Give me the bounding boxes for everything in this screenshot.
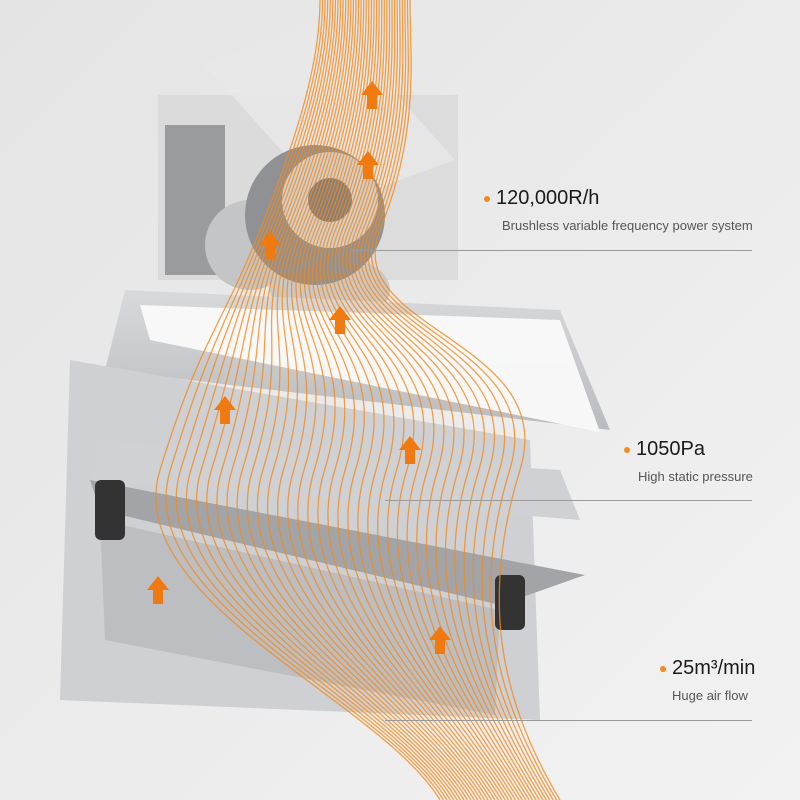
airflow-line — [352, 0, 540, 800]
hood-light-strip — [140, 305, 600, 432]
airflow-line — [342, 0, 530, 800]
feature-airflow: 25m³/min Huge air flow — [660, 657, 755, 703]
airflow-line — [246, 0, 472, 800]
feature-pressure: 1050Pa High static pressure — [624, 438, 753, 484]
feature-subtitle: High static pressure — [638, 469, 753, 484]
airflow-line — [277, 0, 482, 800]
airflow-line — [367, 0, 554, 800]
airflow-line — [226, 0, 465, 800]
feature-title: 1050Pa — [636, 438, 705, 460]
feature-subtitle: Huge air flow — [672, 688, 748, 703]
bullet-dot — [624, 446, 630, 453]
airflow-line — [216, 0, 462, 800]
airflow-line — [345, 0, 534, 800]
airflow-line — [311, 0, 503, 800]
airflow-line — [299, 0, 492, 800]
hood-front-panel — [90, 480, 585, 605]
airflow-line — [363, 0, 551, 800]
airflow-line — [256, 0, 475, 800]
airflow-line — [356, 0, 544, 800]
airflow-line — [331, 0, 520, 800]
airflow-line — [236, 0, 468, 800]
airflow-line — [370, 0, 558, 800]
bullet-dot — [484, 195, 490, 202]
hinge-left — [95, 480, 125, 540]
callout-line — [350, 250, 752, 251]
airflow-arrow-icon — [329, 306, 351, 334]
airflow-line — [327, 0, 516, 800]
feature-speed: 120,000R/h Brushless variable frequency … — [484, 187, 753, 233]
bullet-dot — [660, 665, 666, 672]
airflow-line — [319, 0, 510, 800]
airflow-line — [349, 0, 537, 800]
airflow-line — [287, 0, 486, 800]
airflow-line — [374, 0, 561, 800]
airflow-line — [266, 0, 479, 800]
airflow-line — [206, 0, 458, 800]
airflow-line — [338, 0, 527, 800]
airflow-arrow-icon — [361, 81, 383, 109]
feature-subtitle: Brushless variable frequency power syste… — [502, 218, 753, 233]
airflow-arrow-icon — [399, 436, 421, 464]
airflow-line — [315, 0, 506, 800]
airflow-lines — [155, 0, 561, 800]
airflow-line — [303, 0, 496, 800]
airflow-arrow-icon — [214, 396, 236, 424]
airflow-line — [295, 0, 489, 800]
airflow-line — [334, 0, 523, 800]
airflow-line — [307, 0, 499, 800]
airflow-line — [360, 0, 547, 800]
airflow-arrow-icon — [147, 576, 169, 604]
airflow-arrow-icon — [357, 151, 379, 179]
airflow-line — [165, 0, 444, 800]
airflow-arrow-icon — [429, 626, 451, 654]
airflow-line — [323, 0, 513, 800]
airflow-arrow-icon — [259, 231, 281, 259]
callout-line — [385, 500, 752, 501]
hinge-right — [495, 575, 525, 630]
airflow-line — [175, 0, 448, 800]
airflow-line — [185, 0, 451, 800]
feature-title: 25m³/min — [672, 657, 756, 679]
callout-line — [385, 720, 752, 721]
airflow-line — [155, 0, 441, 800]
feature-title: 120,000R/h — [496, 187, 600, 209]
airflow-line — [195, 0, 455, 800]
